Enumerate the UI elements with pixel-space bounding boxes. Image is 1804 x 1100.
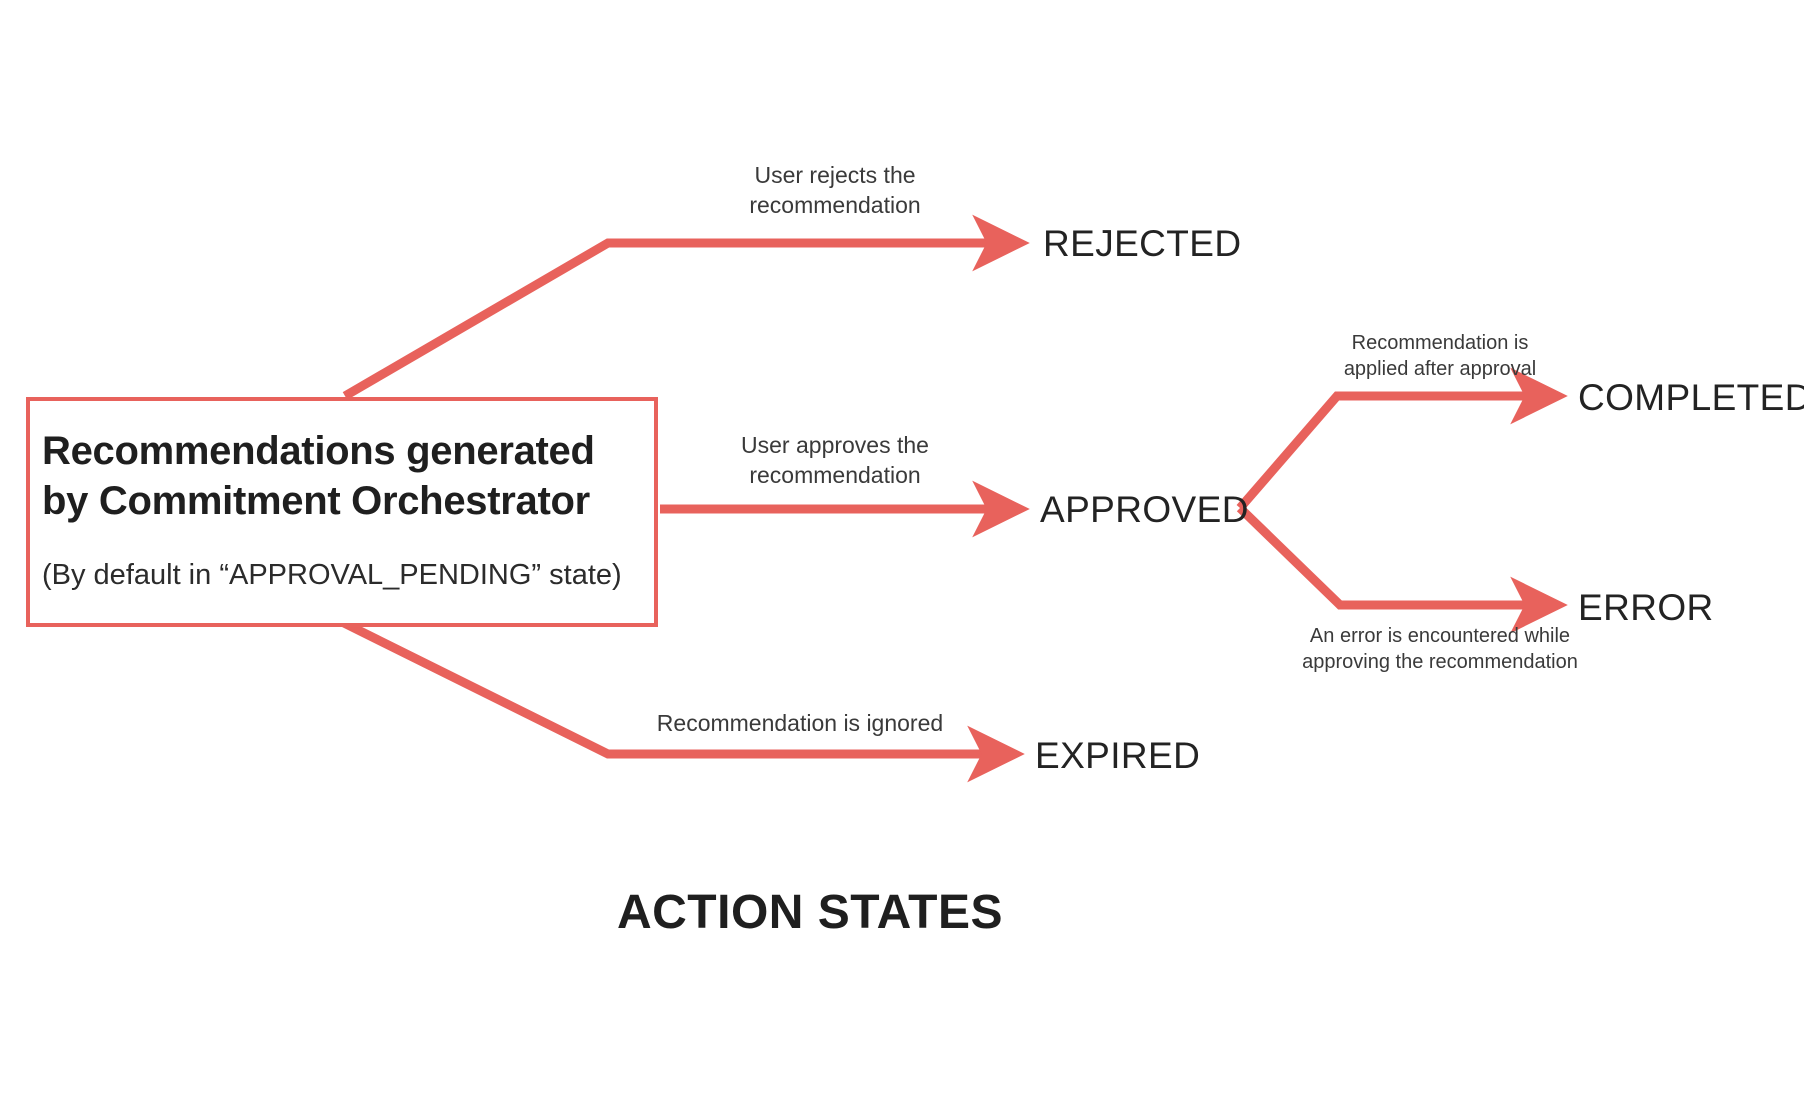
edge-to-expired [339,617,1025,783]
edge-to-completed [1236,367,1568,511]
source-node-subtitle: (By default in “APPROVAL_PENDING” state) [42,558,622,591]
state-label-expired: EXPIRED [1035,735,1201,776]
source-node: Recommendations generated by Commitment … [26,397,658,627]
edge-label-to-expired: Recommendation is ignored [656,710,944,736]
edge-label-to-approved: User approves the recommendation [741,432,929,489]
state-label-completed: COMPLETED [1578,377,1804,418]
diagram-title: ACTION STATES [616,886,1004,939]
state-label-rejected: REJECTED [1043,223,1242,264]
state-label-error: ERROR [1578,587,1714,628]
edge-to-error [1236,504,1568,634]
state-label-approved: APPROVED [1040,489,1249,530]
edge-label-to-completed: Recommendation is applied after approval [1343,332,1537,381]
edge-label-to-rejected: User rejects the recommendation [749,162,921,219]
source-node-title: Recommendations generated by Commitment … [42,429,595,523]
edge-to-rejected [342,214,1030,400]
edge-label-to-error: An error is encountered while approving … [1302,625,1578,674]
